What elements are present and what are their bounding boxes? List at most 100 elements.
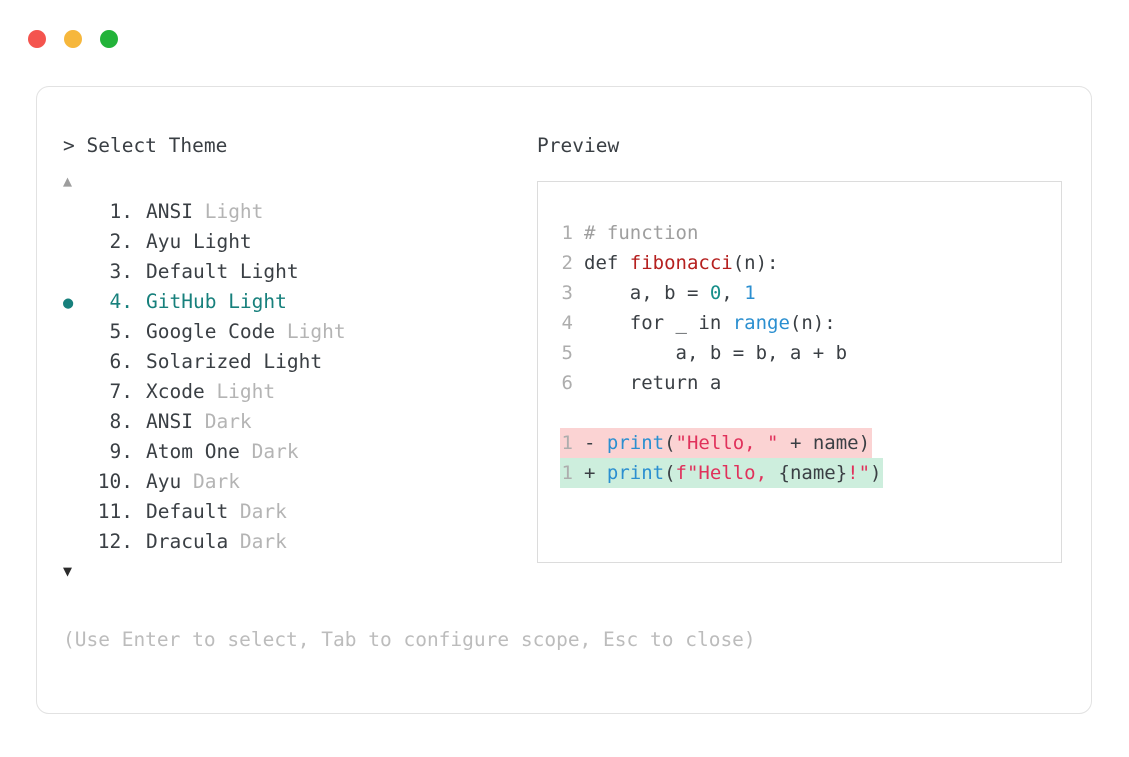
code-line: 2 def fibonacci(n):	[560, 248, 1061, 278]
code-token: print	[606, 462, 665, 484]
code-token: fibonacci	[629, 252, 733, 274]
code-line: 3 a, b = 0, 1	[560, 278, 1061, 308]
theme-list-column: > Select Theme ▲ 1.ANSI Light 2. Ayu Light…	[63, 133, 533, 581]
window-titlebar	[28, 30, 118, 48]
code-token: )	[870, 462, 882, 484]
diff-sign: -	[584, 432, 607, 454]
code-token: # function	[584, 222, 699, 244]
diff-highlight: 1+ print(f"Hello, {name}!")	[560, 458, 884, 488]
theme-item-variant: Light	[204, 380, 276, 403]
theme-list-item[interactable]: 3. Default Light	[63, 257, 533, 287]
code-line: 1 # function	[560, 218, 1061, 248]
code-token: (n):	[789, 312, 836, 334]
theme-item-variant: Dark	[192, 410, 252, 433]
theme-item-variant: Dark	[228, 530, 287, 553]
code-token: !"	[847, 462, 871, 484]
code-token: ,	[721, 282, 745, 304]
theme-list-item[interactable]: 11. Default Dark	[63, 497, 533, 527]
scroll-down-icon[interactable]: ▼	[63, 562, 73, 580]
theme-item-variant: Dark	[239, 440, 299, 463]
theme-item-variant: Light	[192, 200, 264, 223]
code-line: 6 return a	[560, 368, 1061, 398]
theme-list-item[interactable]: 12. Dracula Dark	[63, 527, 533, 557]
code-blank-line	[560, 398, 1061, 428]
theme-list-item[interactable]: 6. Solarized Light	[63, 347, 533, 377]
theme-list-item[interactable]: 5. Google Code Light	[63, 317, 533, 347]
code-token: return a	[584, 372, 722, 394]
diff-line-del: 1- print("Hello, " + name)	[560, 428, 1061, 458]
line-number: 1	[561, 222, 573, 244]
diff-line-add: 1+ print(f"Hello, {name}!")	[560, 458, 1061, 488]
card-columns: > Select Theme ▲ 1.ANSI Light 2. Ayu Light…	[37, 87, 1091, 713]
theme-item-number: 10.	[97, 470, 133, 493]
code-token: {name}	[778, 462, 848, 484]
theme-item-name: Default Light	[146, 260, 299, 283]
maximize-button[interactable]	[100, 30, 118, 48]
theme-list-item[interactable]: 8. ANSI Dark	[63, 407, 533, 437]
code-line: 5 a, b = b, a + b	[560, 338, 1061, 368]
theme-item-number: 5.	[109, 320, 133, 343]
preview-label: Preview	[537, 134, 620, 157]
line-number: 2	[561, 252, 573, 274]
theme-item-number: 12.	[97, 530, 133, 553]
diff-highlight: 1- print("Hello, " + name)	[560, 428, 873, 458]
code-token: f"Hello,	[675, 462, 779, 484]
theme-list-item[interactable]: 7.Xcode Light	[63, 377, 533, 407]
theme-list-item[interactable]: 1.ANSI Light	[63, 197, 533, 227]
theme-item-number: 8.	[109, 410, 133, 433]
theme-item-variant: Light	[251, 350, 323, 373]
theme-item-name: Ayu Light	[146, 230, 252, 253]
code-token: a, b =	[584, 282, 710, 304]
page-title: > Select Theme	[63, 134, 228, 157]
theme-item-name: Atom One Dark	[146, 440, 299, 463]
theme-item-number: 11.	[97, 500, 133, 523]
theme-item-name: Dracula Dark	[146, 530, 287, 553]
code-token: (	[664, 432, 676, 454]
scroll-up-icon[interactable]: ▲	[63, 172, 73, 190]
line-number: 1	[561, 432, 573, 454]
theme-item-number: 7.	[109, 380, 133, 403]
theme-list-item[interactable]: ●4.GitHub Light	[63, 287, 533, 317]
code-token: def	[584, 252, 630, 274]
theme-item-name: ANSI Light	[146, 200, 264, 223]
keyboard-hint: (Use Enter to select, Tab to configure s…	[63, 628, 756, 651]
theme-item-number: 2.	[109, 230, 133, 253]
code-line: 4 for _ in range(n):	[560, 308, 1061, 338]
theme-list-item[interactable]: 10. Ayu Dark	[63, 467, 533, 497]
theme-list-item[interactable]: 9.Atom One Dark	[63, 437, 533, 467]
line-number: 6	[561, 372, 573, 394]
code-token: a, b = b, a + b	[584, 342, 848, 364]
code-token: "Hello, "	[675, 432, 779, 454]
line-number: 4	[561, 312, 573, 334]
theme-item-number: 6.	[109, 350, 133, 373]
code-token: + name)	[778, 432, 871, 454]
theme-item-name: Solarized Light	[146, 350, 323, 373]
theme-item-name: Google Code Light	[146, 320, 346, 343]
theme-item-variant: Light	[275, 320, 346, 343]
code-token: 0	[709, 282, 722, 304]
theme-list-item[interactable]: 2. Ayu Light	[63, 227, 533, 257]
theme-item-variant: Light	[228, 260, 299, 283]
theme-item-name: ANSI Dark	[146, 410, 252, 433]
theme-item-name: Ayu Dark	[146, 470, 240, 493]
theme-item-variant: Light	[216, 290, 287, 313]
code-token: 1	[744, 282, 756, 304]
theme-item-variant: Light	[181, 230, 252, 253]
theme-item-name: GitHub Light	[146, 290, 287, 313]
theme-item-variant: Dark	[181, 470, 240, 493]
minimize-button[interactable]	[64, 30, 82, 48]
theme-selector-card: > Select Theme ▲ 1.ANSI Light 2. Ayu Light…	[36, 86, 1092, 714]
theme-item-number: 4.	[109, 290, 133, 313]
line-number: 1	[561, 462, 573, 484]
close-button[interactable]	[28, 30, 46, 48]
theme-item-variant: Dark	[228, 500, 287, 523]
code-token: (n):	[732, 252, 779, 274]
diff-sign: +	[584, 462, 607, 484]
theme-item-name: Default Dark	[146, 500, 287, 523]
theme-item-number: 3.	[109, 260, 133, 283]
code-token: print	[606, 432, 665, 454]
